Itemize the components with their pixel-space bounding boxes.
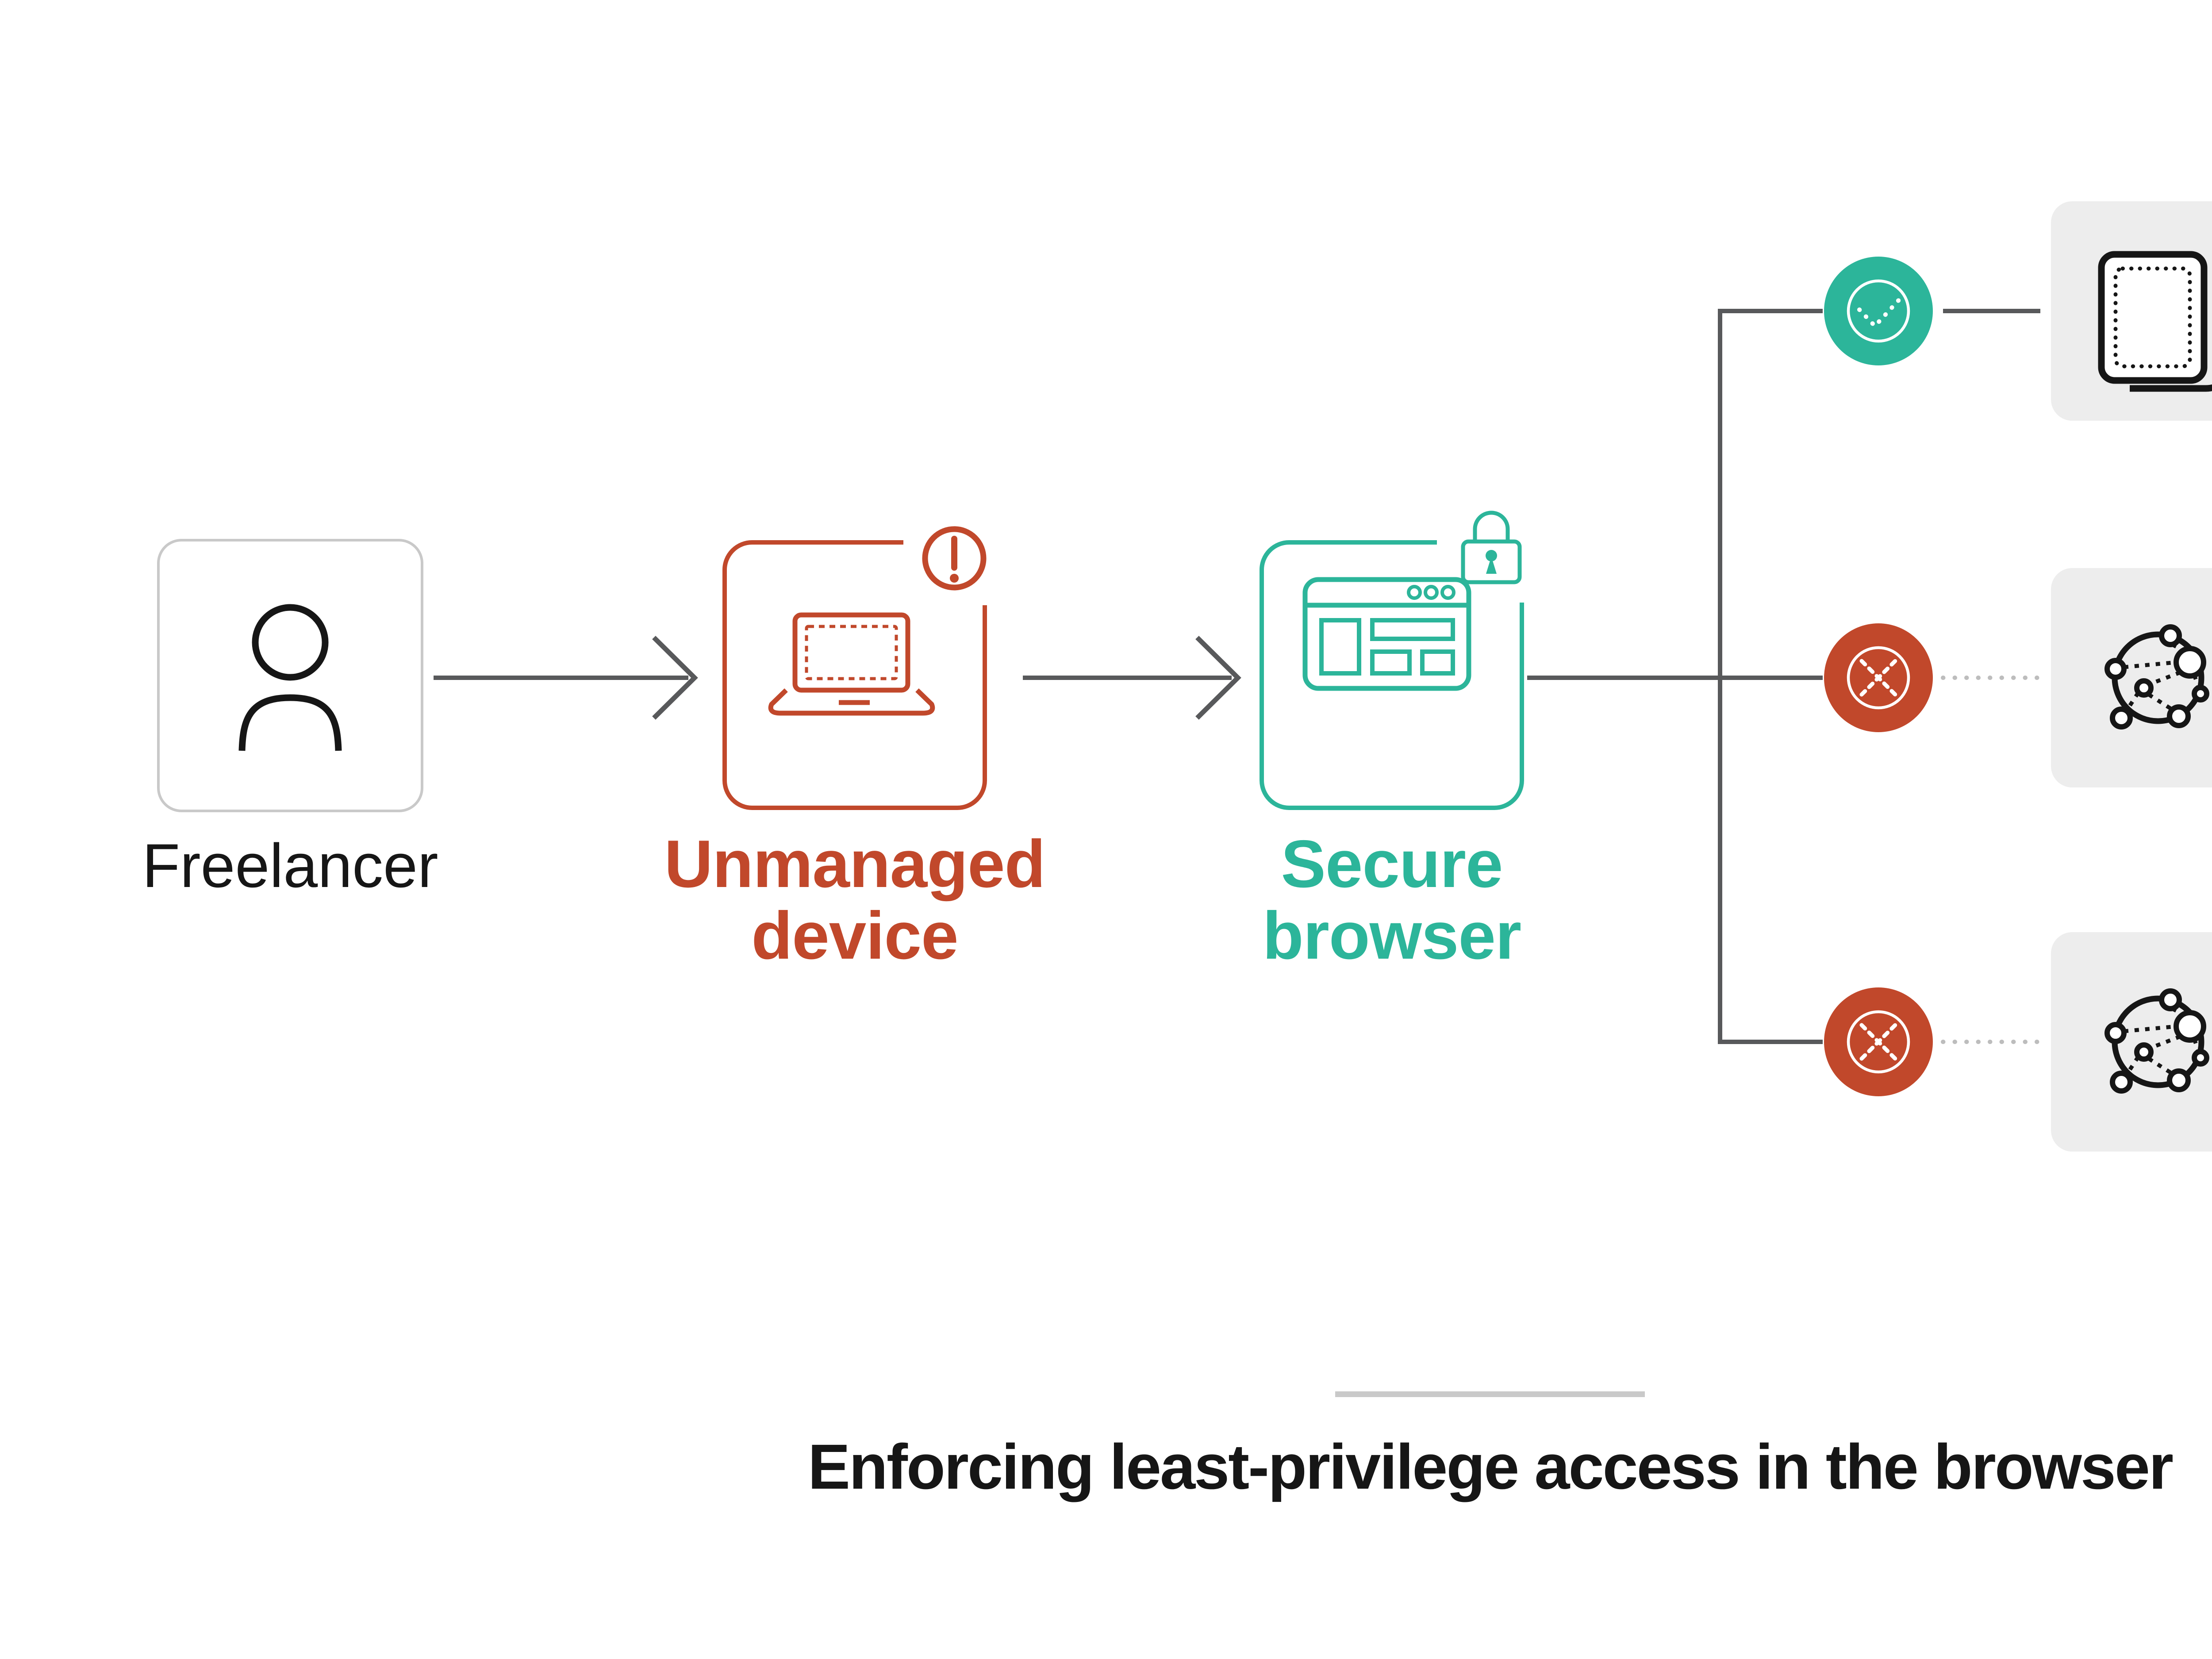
x-circle-icon	[1824, 623, 1933, 732]
secure-label-line-2: browser	[1262, 898, 1521, 973]
browser-window-icon	[1302, 577, 1471, 691]
unmanaged-device-box	[722, 540, 987, 810]
title-divider	[1335, 1391, 1645, 1397]
freelancer-label: Freelancer	[142, 831, 438, 900]
network-globe-icon	[2104, 624, 2209, 730]
laptop-icon	[768, 612, 935, 716]
unmanaged-device-label: Unmanaged device	[634, 828, 1076, 972]
exclamation-circle-icon	[922, 526, 987, 591]
branch-bracket	[1718, 309, 1823, 1044]
secure-browser-box	[1260, 540, 1524, 810]
stacked-apps-icon	[2098, 251, 2212, 392]
network-globe-icon	[2104, 988, 2209, 1094]
secure-label-line-1: Secure	[1281, 826, 1503, 902]
arrowhead-chevron-1	[652, 636, 698, 720]
arrowhead-chevron-2	[1195, 636, 1241, 720]
check-circle-icon	[1824, 257, 1933, 365]
page-title: Enforcing least-privilege access in the …	[807, 1431, 2174, 1502]
person-icon	[238, 604, 342, 751]
secure-browser-label: Secure browser	[1171, 828, 1613, 972]
unmanaged-label-line-1: Unmanaged	[664, 826, 1046, 902]
padlock-icon	[1461, 511, 1522, 584]
x-circle-icon	[1824, 987, 1933, 1096]
unmanaged-label-line-2: device	[751, 898, 958, 973]
